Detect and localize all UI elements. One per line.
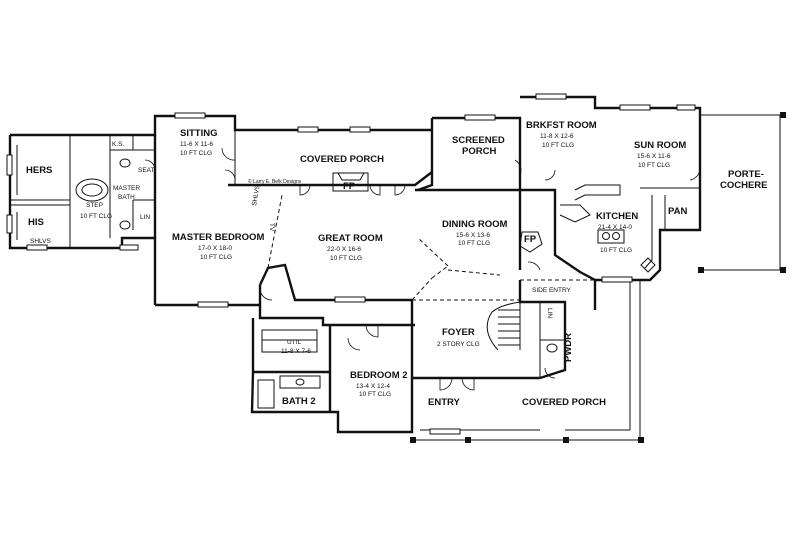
master-bath-label-2: BATH — [118, 194, 135, 201]
exterior-walls — [8, 95, 702, 434]
sun-room-clg: 10 FT CLG — [638, 162, 670, 169]
sun-room-dims: 15-6 X 11-6 — [637, 153, 671, 160]
room-lin-hall: LIN — [546, 308, 553, 318]
great-room-clg: 10 FT CLG — [330, 255, 362, 262]
fireplace-symbols — [332, 172, 543, 253]
master-bath-clg: 10 FT CLG — [80, 213, 112, 220]
room-porte-cochere: PORTE- — [728, 169, 764, 180]
room-great-room: GREAT ROOM — [318, 233, 383, 244]
room-sitting: SITTING — [180, 128, 217, 139]
interior-lines — [10, 114, 781, 441]
master-bath-label: MASTER — [113, 185, 140, 192]
room-brkfst-room: BRKFST ROOM — [526, 120, 597, 131]
master-bath-step: STEP — [86, 202, 103, 209]
room-entry: ENTRY — [428, 397, 461, 408]
kitchen-dims: 21-4 X 14-0 — [598, 224, 632, 231]
room-ks: K.S. — [112, 141, 124, 148]
room-kitchen: KITCHEN — [596, 211, 638, 222]
porch-columns — [410, 112, 786, 443]
room-sun-room: SUN ROOM — [634, 140, 686, 151]
shelves-label: SHLVS — [251, 184, 262, 206]
credit-text: © Larry E. Belk Designs — [248, 178, 302, 185]
bedroom2-dims: 13-4 X 12-4 — [356, 383, 390, 390]
bedroom2-clg: 10 FT CLG — [359, 391, 391, 398]
room-his: HIS — [28, 217, 44, 228]
room-foyer: FOYER — [442, 327, 475, 338]
dining-room-dims: 15-6 X 13-6 — [456, 232, 490, 239]
fireplace-porch-label: FP — [343, 181, 356, 192]
room-screened-porch-2: PORCH — [462, 146, 496, 157]
kitchen-clg: 10 FT CLG — [600, 247, 632, 254]
room-dining-room: DINING ROOM — [442, 219, 508, 230]
sitting-dims: 11-6 X 11-6 — [180, 141, 213, 148]
tv-label: TV — [268, 223, 275, 232]
bath-fixtures — [75, 158, 558, 386]
master-bedroom-clg: 10 FT CLG — [200, 254, 232, 261]
room-hers: HERS — [26, 165, 52, 176]
dining-room-clg: 10 FT CLG — [458, 240, 490, 247]
sitting-clg: 10 FT CLG — [180, 150, 212, 157]
room-shlvs-master: SHLVS — [30, 238, 51, 245]
room-util: UTIL — [287, 339, 301, 346]
room-bath2: BATH 2 — [282, 396, 316, 407]
room-bedroom2: BEDROOM 2 — [350, 370, 408, 381]
room-seat: SEAT — [138, 167, 155, 174]
room-porte-cochere-2: COCHERE — [720, 180, 768, 191]
dashed-openings — [267, 194, 595, 378]
room-screened-porch: SCREENED — [452, 135, 505, 146]
room-labels: © Larry E. Belk Designs HERS HIS K.S. SE… — [26, 120, 768, 408]
foyer-clg: 2 STORY CLG — [437, 341, 480, 348]
fireplace-dining-label: FP — [524, 234, 537, 245]
util-dims: 11-8 X 7-6 — [281, 348, 311, 355]
great-room-dims: 22-0 X 16-6 — [327, 246, 361, 253]
door-swings — [144, 147, 701, 391]
master-bedroom-dims: 17-0 X 18-0 — [198, 245, 232, 252]
windows — [6, 93, 696, 435]
brkfst-room-dims: 11-8 X 12-6 — [540, 133, 574, 140]
room-pan: PAN — [668, 206, 687, 217]
side-entry-label: SIDE ENTRY — [532, 287, 572, 294]
kitchen-pantry-marker — [640, 257, 656, 273]
room-master-bedroom: MASTER BEDROOM — [172, 232, 264, 243]
room-pwdr: PWDR — [563, 333, 574, 362]
room-covered-porch-front: COVERED PORCH — [522, 397, 606, 408]
room-covered-porch-top: COVERED PORCH — [300, 154, 384, 165]
room-lin-master: LIN — [140, 214, 150, 221]
brkfst-room-clg: 10 FT CLG — [542, 142, 574, 149]
